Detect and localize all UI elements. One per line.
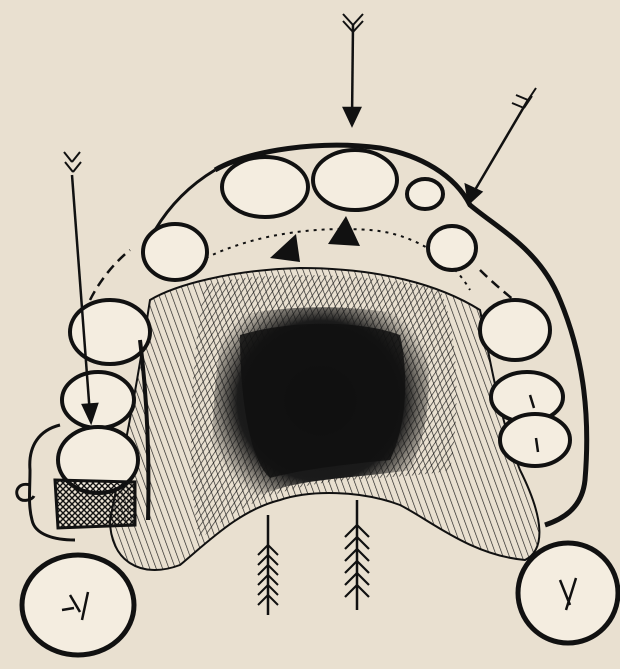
incisor-right xyxy=(313,150,397,210)
arrow-top-center xyxy=(343,14,363,125)
lateral-right xyxy=(407,179,443,209)
incisor-left xyxy=(222,157,308,217)
left-back-molar xyxy=(22,555,134,655)
left-molar-crosshatch xyxy=(55,480,135,528)
arrow-top-right xyxy=(466,88,536,203)
arrow-bottom-right xyxy=(345,500,369,610)
canine-left xyxy=(143,224,207,280)
left-premolar-2 xyxy=(62,372,134,428)
right-premolar-1 xyxy=(480,300,550,360)
arrow-bottom-left xyxy=(258,515,278,615)
front-teeth xyxy=(143,150,476,280)
right-molar xyxy=(500,414,570,466)
palate-area xyxy=(110,268,539,570)
right-back-molar xyxy=(518,543,618,643)
gap-marks xyxy=(270,216,360,262)
canine-right xyxy=(428,226,476,270)
